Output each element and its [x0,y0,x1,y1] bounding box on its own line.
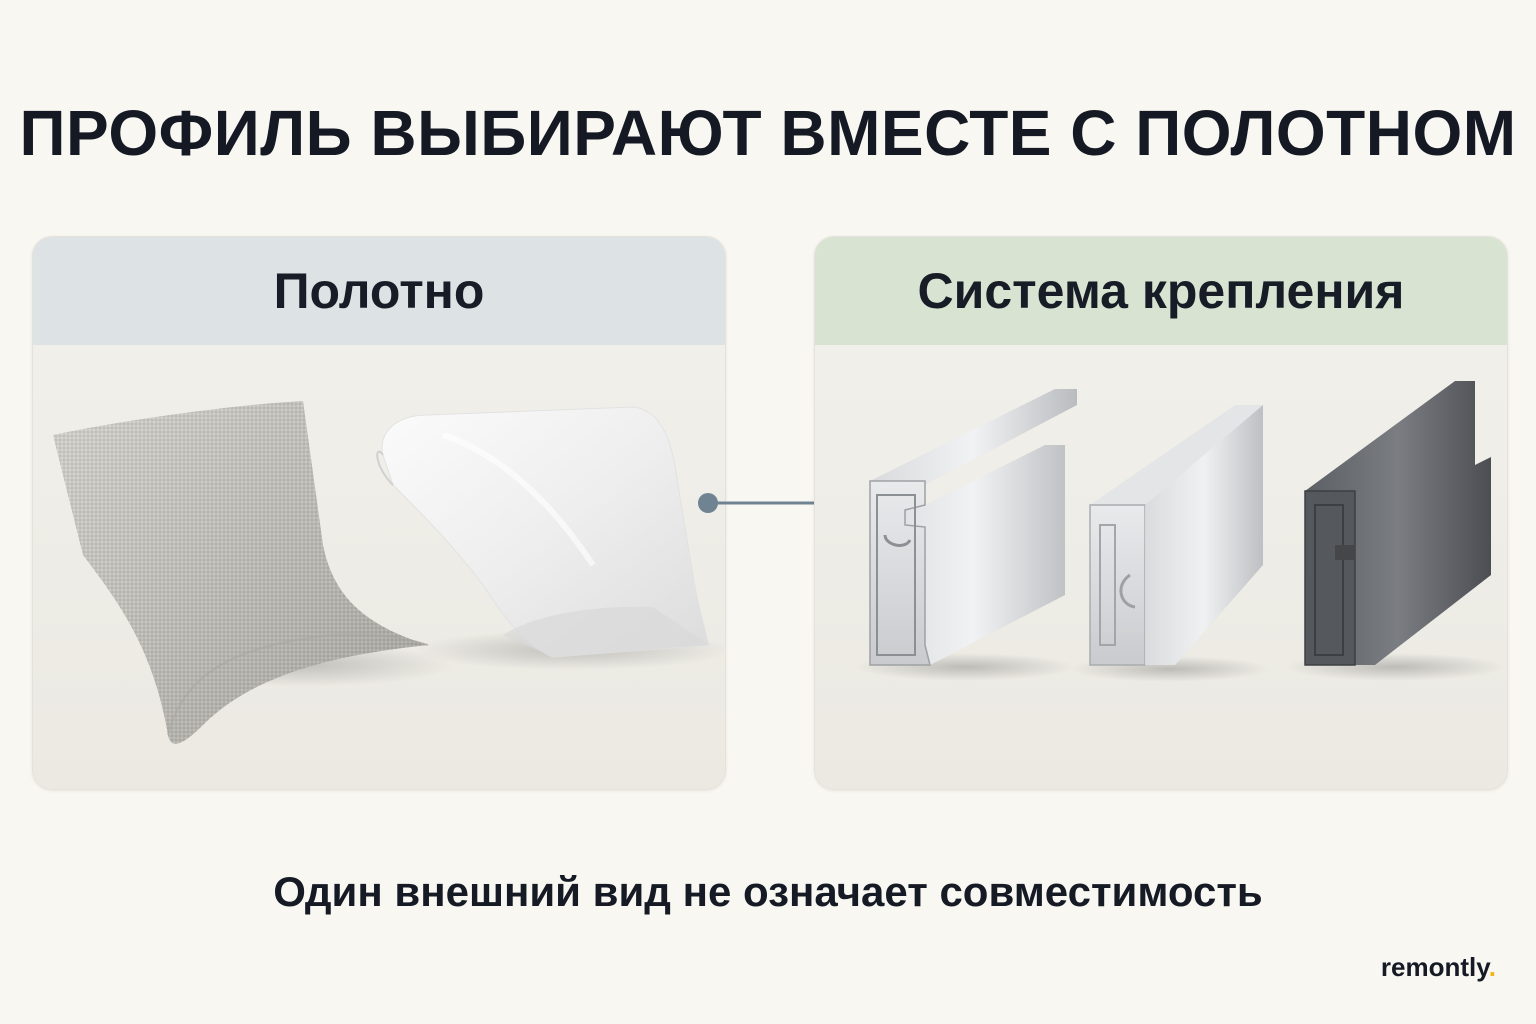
compatibility-note: Один внешний вид не означает совместимос… [273,868,1263,915]
brand-logo: remontly. [1381,952,1496,983]
panel-canvas-header: Полотно [33,237,725,345]
dark-profile-3-icon [1285,381,1505,681]
film-sample-icon [376,406,725,670]
aluminum-profile-1-icon [855,389,1077,681]
panel-canvas: Полотно [32,236,726,790]
panel-mounting-header: Система крепления [815,237,1507,345]
aluminum-profile-2-icon [1070,405,1270,682]
panel-mounting-illustration [815,345,1507,789]
page-title: ПРОФИЛЬ ВЫБИРАЮТ ВМЕСТЕ С ПОЛОТНОМ [19,97,1517,169]
brand-dot: . [1488,952,1496,982]
brand-name: remontly [1380,952,1489,982]
panel-mounting-system: Система крепления [814,236,1508,790]
panel-canvas-illustration [33,345,725,789]
fabric-sample-icon [53,401,453,744]
